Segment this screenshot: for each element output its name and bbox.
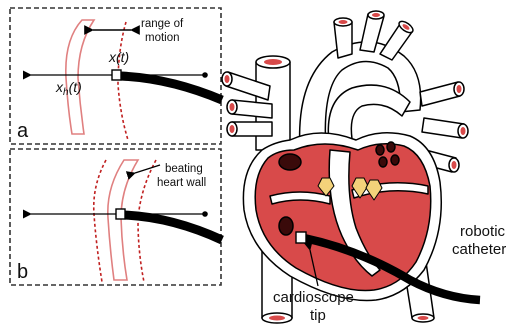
catheter-tip-a [112,70,121,80]
heart-illustration [222,11,468,323]
vessel-opening-1 [279,154,301,170]
heart-wall-label-line2: heart wall [157,177,206,189]
vessel-opening-5 [391,155,399,165]
vessel-opening-2 [376,145,384,155]
aortic-branch-1 [334,22,352,58]
range-of-motion-label-line1: range of [141,18,184,30]
tip-label: tip [310,307,326,324]
panel-b-label: b [17,261,28,283]
range-of-motion-label-line2: motion [145,32,180,44]
cardioscope-tip-marker [296,232,306,243]
x-of-t-label: x(t) [108,49,129,65]
catheter-label: catheter [452,241,506,258]
panel-b: beating heart wall b [10,149,222,285]
catheter-tip-b [116,209,125,219]
vessel-opening-3 [387,142,395,152]
cardioscope-label: cardioscope [273,289,354,306]
axis-origin-b [202,211,208,217]
pulmonary-vein-2 [232,100,272,118]
vessel-opening-4 [379,157,387,167]
panel-a: range of motion x(t) xh(t) a [10,8,222,144]
robotic-label: robotic [460,223,506,240]
pulmonary-vein-3 [232,122,272,136]
axis-origin-a [202,72,208,78]
panel-a-label: a [17,120,29,142]
beating-label-line1: beating [165,163,203,175]
vessel-opening-6 [279,217,293,235]
